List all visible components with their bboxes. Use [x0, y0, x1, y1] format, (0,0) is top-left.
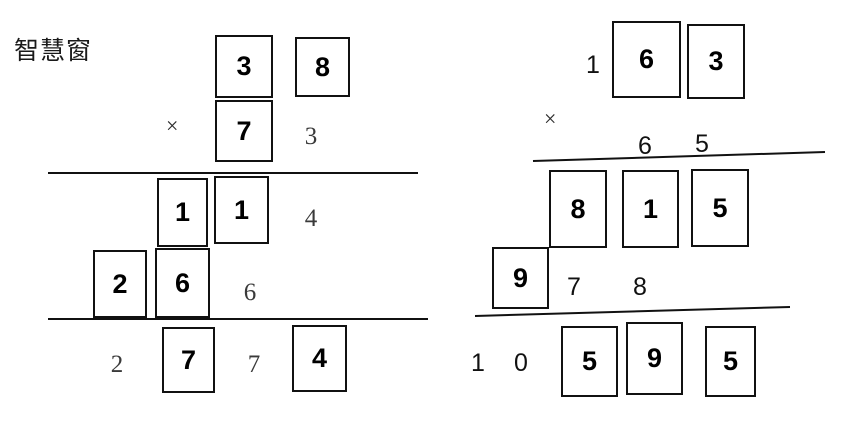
- cell-multiplicand-hundreds: 1: [586, 51, 600, 79]
- cell-partial1-ones[interactable]: 5: [691, 169, 749, 247]
- cell-total-tens: 7: [247, 351, 261, 378]
- cell-partial1-hundreds[interactable]: 8: [549, 170, 607, 248]
- rule-top: [532, 151, 826, 162]
- rule-bottom: [48, 318, 428, 320]
- cell-multiplier-ones: 5: [695, 130, 709, 158]
- cell-multiplier-tens: 6: [638, 132, 652, 160]
- multiplication-operator-icon: ×: [544, 106, 557, 131]
- multiplication-operator-icon: ×: [166, 113, 179, 138]
- cell-total-hundreds[interactable]: 7: [162, 327, 215, 393]
- cell-partial2-tens: 8: [633, 273, 647, 301]
- cell-total-ten-thousands: 1: [471, 349, 485, 377]
- cell-partial1-hundreds[interactable]: 1: [157, 178, 208, 247]
- cell-partial1-tens[interactable]: 1: [214, 176, 269, 244]
- cell-multiplicand-tens[interactable]: 6: [612, 21, 681, 98]
- cell-total-ones[interactable]: 5: [705, 326, 756, 397]
- cell-partial2-thousands[interactable]: 9: [492, 247, 549, 309]
- rule-bottom: [474, 306, 791, 317]
- cell-partial1-ones: 4: [304, 205, 318, 232]
- rule-top: [48, 172, 418, 174]
- cell-multiplicand-tens[interactable]: 3: [215, 35, 273, 98]
- cell-total-ones[interactable]: 4: [292, 325, 347, 392]
- cell-total-tens[interactable]: 9: [626, 322, 683, 395]
- cell-total-hundreds[interactable]: 5: [561, 326, 618, 397]
- cell-multiplier-tens[interactable]: 7: [215, 100, 273, 162]
- cell-total-thousands: 2: [110, 351, 124, 378]
- cell-partial2-tens: 6: [243, 279, 257, 306]
- cell-multiplicand-ones[interactable]: 3: [687, 24, 745, 99]
- worksheet-caption: 智慧窗: [14, 36, 93, 65]
- cell-partial2-thousands[interactable]: 2: [93, 250, 147, 318]
- cell-total-thousands: 0: [514, 349, 528, 377]
- cell-multiplicand-ones[interactable]: 8: [295, 37, 350, 97]
- cell-multiplier-ones: 3: [304, 123, 318, 150]
- cell-partial1-tens[interactable]: 1: [622, 170, 679, 248]
- cell-partial2-hundreds[interactable]: 6: [155, 248, 210, 318]
- cell-partial2-hundreds: 7: [567, 273, 581, 301]
